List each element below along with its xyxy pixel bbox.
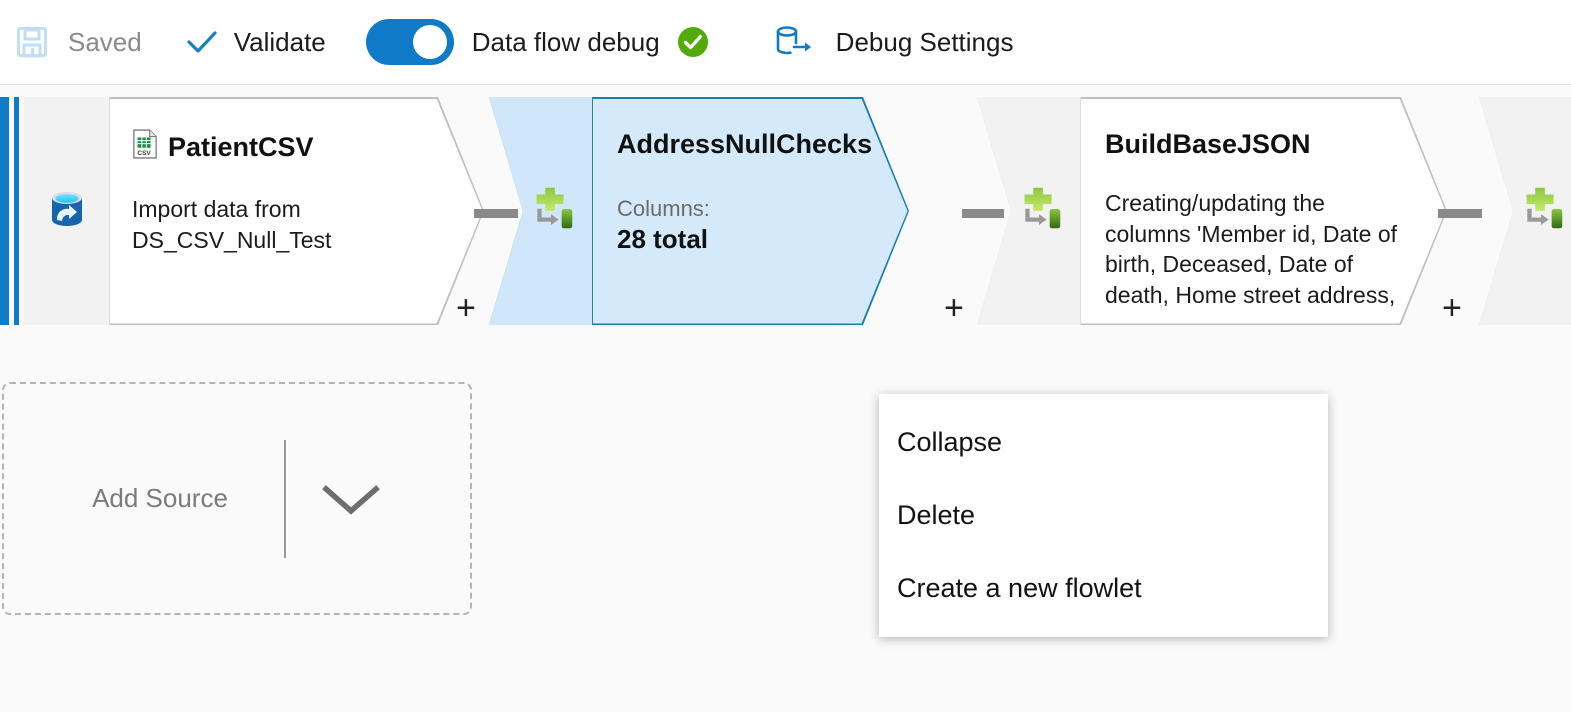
- node-row: CSV PatientCSV Import data from DS_CSV_N…: [0, 97, 1571, 325]
- data-flow-debug-label: Data flow debug: [471, 26, 660, 57]
- node-name: AddressNullChecks: [617, 129, 873, 159]
- add-node-plus-3[interactable]: +: [1442, 289, 1462, 327]
- green-check-circle-icon: [676, 25, 710, 59]
- node-icon-strip: [489, 97, 593, 325]
- debug-settings-button[interactable]: Debug Settings: [770, 12, 1014, 72]
- connector-2: [962, 209, 1004, 218]
- save-button[interactable]: Saved: [14, 12, 142, 72]
- validate-button[interactable]: Validate: [184, 12, 326, 72]
- node-partial-right[interactable]: [1479, 97, 1571, 325]
- svg-text:CSV: CSV: [137, 150, 151, 157]
- save-label: Saved: [68, 26, 142, 57]
- context-menu-item-collapse[interactable]: Collapse: [879, 406, 1328, 479]
- validate-label: Validate: [233, 26, 326, 57]
- context-menu-item-create-flowlet[interactable]: Create a new flowlet: [879, 552, 1328, 625]
- connector-3: [1438, 209, 1482, 218]
- node-title-row: BuildBaseJSON: [1105, 129, 1400, 160]
- node-title-row: AddressNullChecks: [617, 129, 877, 160]
- checkmark-icon: [184, 25, 220, 59]
- add-source-button[interactable]: Add Source: [2, 382, 472, 615]
- derived-column-icon: [1515, 182, 1569, 241]
- node-body: CSV PatientCSV Import data from DS_CSV_N…: [132, 97, 462, 325]
- node-columns-label: Columns:: [617, 196, 710, 221]
- add-source-label: Add Source: [92, 483, 228, 513]
- csv-file-icon: CSV: [132, 129, 158, 166]
- node-icon-strip: [24, 97, 110, 325]
- chevron-down-icon[interactable]: [320, 479, 382, 519]
- data-flow-debug-toggle-group[interactable]: Data flow debug: [365, 12, 710, 72]
- connector-1: [474, 209, 518, 218]
- node-patientcsv[interactable]: CSV PatientCSV Import data from DS_CSV_N…: [24, 97, 484, 325]
- node-addressnullchecks[interactable]: AddressNullChecks Columns: 28 total: [489, 97, 909, 325]
- node-buildbasejson[interactable]: BuildBaseJSON Creating/updating the colu…: [977, 97, 1447, 325]
- toggle-switch-icon[interactable]: [365, 19, 454, 65]
- node-body: AddressNullChecks Columns: 28 total: [617, 97, 877, 325]
- add-node-plus-1[interactable]: +: [456, 289, 476, 327]
- debug-settings-label: Debug Settings: [835, 26, 1014, 57]
- node-icon-strip: [977, 97, 1081, 325]
- derived-column-icon: [525, 182, 579, 241]
- source-database-icon: [44, 186, 90, 237]
- node-title-row: CSV PatientCSV: [132, 129, 462, 166]
- toolbar: Saved Validate Data flow debug: [0, 0, 1571, 85]
- save-floppy-icon: [14, 25, 50, 59]
- node-icon-strip: [1479, 97, 1571, 325]
- context-menu-label: Collapse: [897, 427, 1003, 457]
- context-menu-item-delete[interactable]: Delete: [879, 479, 1328, 552]
- add-source-divider: [283, 439, 286, 558]
- flow-canvas[interactable]: CSV PatientCSV Import data from DS_CSV_N…: [0, 85, 1571, 712]
- node-description: Import data from DS_CSV_Null_Test: [132, 196, 332, 253]
- context-menu-label: Delete: [897, 500, 976, 530]
- node-name: PatientCSV: [168, 132, 314, 162]
- context-menu[interactable]: Collapse Delete Create a new flowlet: [879, 394, 1328, 637]
- node-columns-value: 28 total: [617, 224, 709, 254]
- add-node-plus-2[interactable]: +: [944, 289, 964, 327]
- derived-column-icon: [1013, 182, 1067, 241]
- node-description: Creating/updating the columns 'Member id…: [1105, 190, 1398, 308]
- context-menu-label: Create a new flowlet: [897, 573, 1142, 603]
- node-name: BuildBaseJSON: [1105, 129, 1311, 159]
- node-body: BuildBaseJSON Creating/updating the colu…: [1105, 97, 1400, 325]
- database-export-icon: [770, 22, 814, 62]
